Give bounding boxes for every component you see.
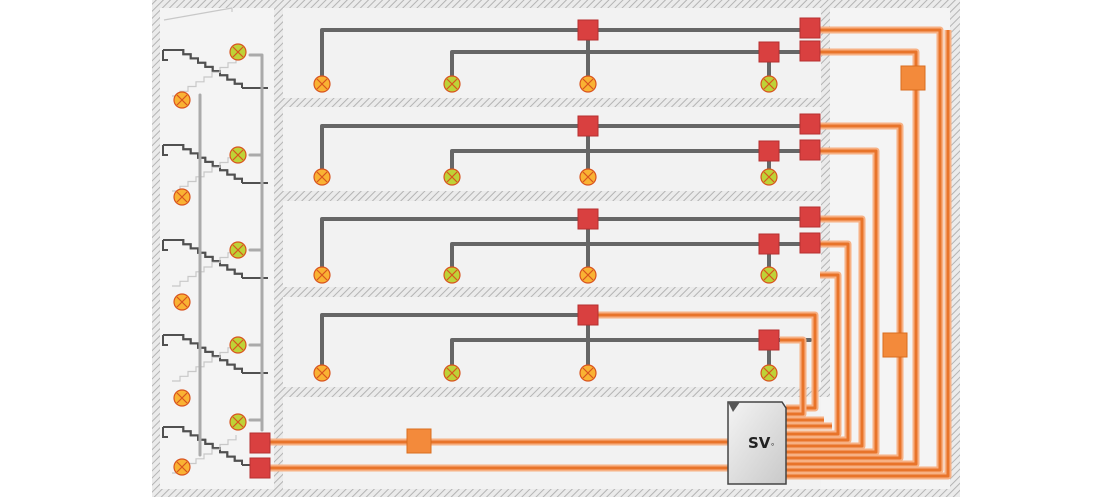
red-box-floor3-edge-bottom bbox=[799, 232, 821, 254]
floor-wire-bottom bbox=[450, 149, 812, 171]
distribution-boxes bbox=[249, 17, 926, 479]
lamp-green-floor1-d bbox=[760, 75, 778, 93]
lamp-orange-floor4-a bbox=[313, 364, 331, 382]
sv-central-unit: SV ∘ bbox=[727, 401, 787, 485]
stair-flight-light bbox=[172, 248, 237, 287]
orange-riser-6 bbox=[786, 273, 840, 436]
floor-wire-bottom bbox=[450, 50, 812, 78]
floor-wire-top bbox=[320, 217, 812, 269]
orange-riser-3 bbox=[786, 149, 878, 454]
lamp-green-stair-3 bbox=[229, 336, 247, 354]
lamp-green-floor2-d bbox=[760, 168, 778, 186]
stair-flight-light bbox=[172, 343, 237, 382]
orange-riser-outer bbox=[786, 30, 950, 478]
orange-riser-2 bbox=[786, 124, 902, 460]
lamp-green-stair-1 bbox=[229, 146, 247, 164]
floor-wire-top bbox=[320, 124, 812, 171]
lamp-orange-stair-1 bbox=[173, 188, 191, 206]
lamp-orange-stair-3 bbox=[173, 389, 191, 407]
red-box-stair-lower bbox=[249, 457, 271, 479]
red-box-floor2-edge-top bbox=[799, 113, 821, 135]
red-box-floor1-mid bbox=[577, 19, 599, 41]
stair-edge bbox=[162, 240, 168, 251]
lamp-orange-stair-4 bbox=[173, 458, 191, 476]
lamp-green-floor4-b bbox=[443, 364, 461, 382]
red-box-stair-upper bbox=[249, 432, 271, 454]
orange-wiring bbox=[270, 26, 952, 480]
orange-box-basement bbox=[406, 428, 432, 454]
stair-flight-dark bbox=[176, 426, 243, 465]
stair-flight-light bbox=[172, 58, 237, 97]
red-box-floor3-right bbox=[758, 233, 780, 255]
stair-flight-dark bbox=[176, 239, 243, 278]
sv-mark: ∘ bbox=[770, 440, 775, 449]
stair-edge bbox=[162, 427, 168, 438]
red-box-floor2-right bbox=[758, 140, 780, 162]
orange-box-riser-bottom bbox=[882, 332, 908, 358]
stair-flight-dark bbox=[176, 334, 243, 373]
red-box-floor4-right bbox=[758, 329, 780, 351]
stair-flight-light bbox=[172, 153, 237, 192]
lamp-green-floor1-b bbox=[443, 75, 461, 93]
stair-edge bbox=[162, 145, 168, 156]
red-box-floor4-mid bbox=[577, 304, 599, 326]
lamp-orange-floor1-c bbox=[579, 75, 597, 93]
lamp-green-stair-2 bbox=[229, 241, 247, 259]
red-box-floor2-edge-bottom bbox=[799, 139, 821, 161]
floor-wire-bottom bbox=[450, 338, 812, 367]
floor-wire-top bbox=[320, 28, 812, 78]
orange-box-riser-top bbox=[900, 65, 926, 91]
lamp-orange-floor4-c bbox=[579, 364, 597, 382]
lamp-orange-floor1-a bbox=[313, 75, 331, 93]
red-box-floor2-mid bbox=[577, 115, 599, 137]
lamp-orange-stair-0 bbox=[173, 91, 191, 109]
emergency-lamps bbox=[173, 43, 778, 476]
stair-edge bbox=[162, 50, 168, 61]
lamp-green-floor3-b bbox=[443, 266, 461, 284]
red-box-floor1-edge-top bbox=[799, 17, 821, 39]
stair-top bbox=[163, 7, 233, 21]
stair-flight-dark bbox=[176, 49, 243, 88]
lamp-green-stair-0 bbox=[229, 43, 247, 61]
lamp-green-stair-4 bbox=[229, 413, 247, 431]
lamp-orange-floor3-c bbox=[579, 266, 597, 284]
red-box-floor3-edge-top bbox=[799, 206, 821, 228]
lamp-orange-floor2-a bbox=[313, 168, 331, 186]
stair-flight-dark bbox=[176, 144, 243, 183]
lamp-green-floor4-d bbox=[760, 364, 778, 382]
stair-edge bbox=[162, 335, 168, 346]
red-box-floor1-right bbox=[758, 41, 780, 63]
floor-wire-bottom bbox=[450, 242, 812, 269]
red-box-floor3-mid bbox=[577, 208, 599, 230]
lamp-orange-floor3-a bbox=[313, 266, 331, 284]
orange-riser-4 bbox=[786, 217, 864, 448]
orange-riser-1 bbox=[786, 50, 918, 466]
lamp-green-floor3-d bbox=[760, 266, 778, 284]
orange-riser-5 bbox=[786, 242, 850, 442]
orange-line-floor4-bottom bbox=[780, 338, 805, 416]
red-box-floor1-edge-bottom bbox=[799, 40, 821, 62]
gray-wiring bbox=[198, 28, 812, 457]
lamp-orange-floor2-c bbox=[579, 168, 597, 186]
lamp-orange-stair-2 bbox=[173, 293, 191, 311]
orange-riser-0 bbox=[786, 28, 942, 472]
lamp-green-floor2-b bbox=[443, 168, 461, 186]
sv-label: SV bbox=[748, 434, 771, 452]
